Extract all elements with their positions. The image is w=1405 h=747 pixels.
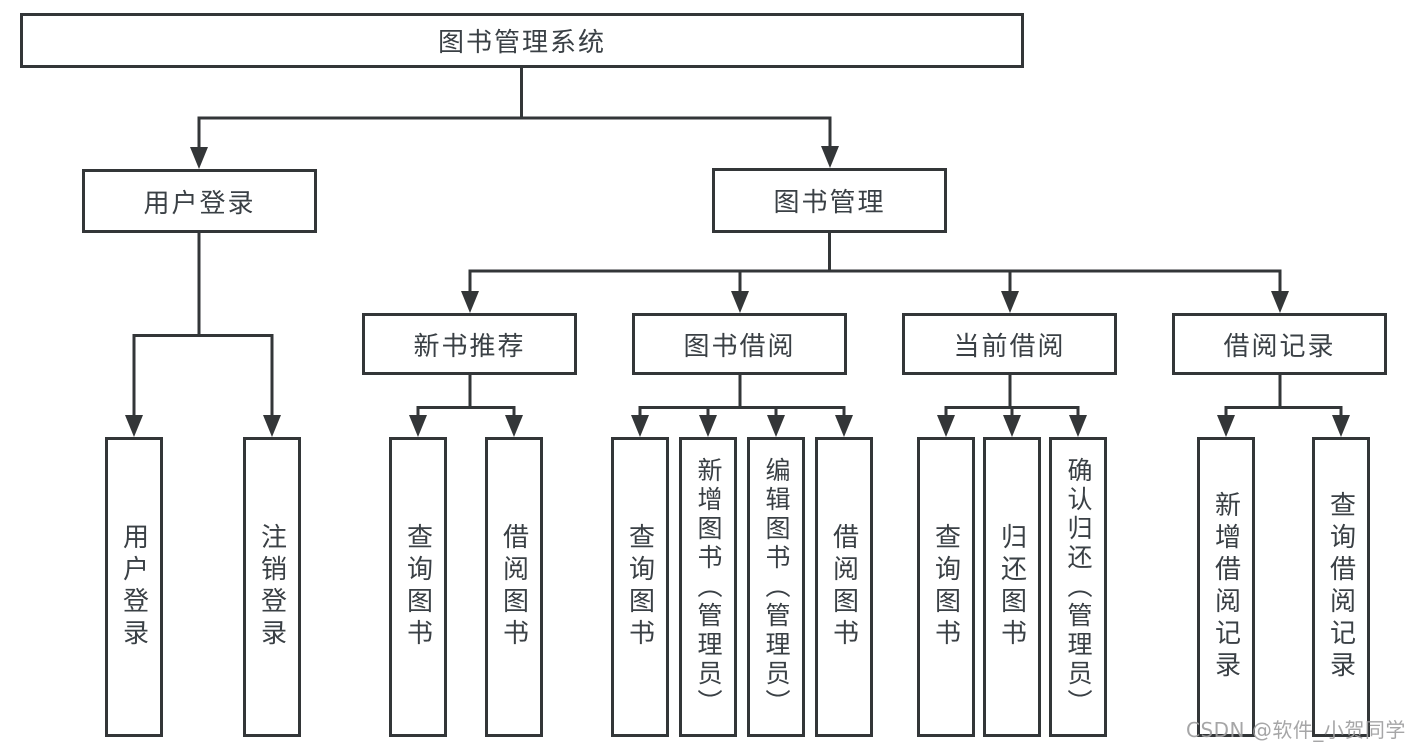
arrowhead <box>821 146 839 168</box>
node-label: 新书推荐 <box>413 331 526 362</box>
node-label: 图书借阅 <box>683 331 796 362</box>
node-label: 当前借阅 <box>953 331 1066 362</box>
node-label: 图书管理系统 <box>437 28 606 58</box>
leaf-edit-books-admin: 编辑图书（管理员） <box>747 437 805 737</box>
arrowhead <box>835 415 853 437</box>
node-current-borrowing: 当前借阅 <box>902 313 1117 375</box>
leaf-borrow-books: 借阅图书 <box>485 437 543 737</box>
leaf-label: 查询图书 <box>402 523 433 651</box>
node-borrowing-records: 借阅记录 <box>1172 313 1387 375</box>
leaf-logout: 注销登录 <box>243 437 301 737</box>
leaf-label: 归还图书 <box>996 523 1027 651</box>
node-library-system: 图书管理系统 <box>20 13 1024 68</box>
leaf-label: 新增借阅记录 <box>1210 491 1241 683</box>
arrowhead <box>125 415 143 437</box>
node-new-book-recommend: 新书推荐 <box>362 313 577 375</box>
arrowhead <box>505 415 523 437</box>
arrowhead <box>1069 415 1087 437</box>
arrowhead <box>767 415 785 437</box>
arrowhead <box>409 415 427 437</box>
connector-newbook-to-children <box>416 373 516 419</box>
leaf-borrow-books: 借阅图书 <box>815 437 873 737</box>
arrowhead <box>190 147 208 169</box>
arrowhead <box>937 415 955 437</box>
leaf-label: 查询图书 <box>930 523 961 651</box>
arrowhead <box>1332 415 1350 437</box>
arrowhead <box>263 415 281 437</box>
arrowhead <box>1271 291 1289 313</box>
connector-userlogin-to-children <box>132 231 274 419</box>
connector-current-to-children <box>944 373 1080 419</box>
connector-borrow-to-children <box>638 373 846 419</box>
leaf-query-books: 查询图书 <box>917 437 975 737</box>
node-label: 图书管理 <box>773 188 886 218</box>
leaf-label: 用户登录 <box>118 523 149 651</box>
leaf-return-books: 归还图书 <box>983 437 1041 737</box>
leaf-confirm-return-admin: 确认归还（管理员） <box>1049 437 1107 737</box>
arrowhead <box>1003 415 1021 437</box>
node-book-management: 图书管理 <box>712 168 947 233</box>
node-label: 借阅记录 <box>1223 331 1336 362</box>
leaf-label: 借阅图书 <box>828 523 859 651</box>
connector-root-to-level2 <box>197 66 832 151</box>
leaf-add-borrow-record: 新增借阅记录 <box>1197 437 1255 737</box>
leaf-label: 注销登录 <box>256 523 287 651</box>
connector-records-to-children <box>1224 373 1343 419</box>
arrowhead <box>1217 415 1235 437</box>
arrowhead <box>461 291 479 313</box>
leaf-label: 编辑图书（管理员） <box>762 456 791 718</box>
connector-bookmgmt-to-level3 <box>468 231 1282 295</box>
leaf-label: 新增图书（管理员） <box>694 456 723 718</box>
leaf-label: 确认归还（管理员） <box>1064 456 1093 718</box>
leaf-query-books: 查询图书 <box>611 437 669 737</box>
node-label: 用户登录 <box>143 188 256 219</box>
arrowhead <box>631 415 649 437</box>
arrowhead <box>699 415 717 437</box>
leaf-query-books: 查询图书 <box>389 437 447 737</box>
leaf-user-login: 用户登录 <box>105 437 163 737</box>
leaf-add-books-admin: 新增图书（管理员） <box>679 437 737 737</box>
leaf-label: 借阅图书 <box>498 523 529 651</box>
leaf-query-borrow-record: 查询借阅记录 <box>1312 437 1370 737</box>
arrowhead <box>1001 291 1019 313</box>
arrowhead <box>731 291 749 313</box>
node-user-login: 用户登录 <box>82 169 317 233</box>
leaf-label: 查询图书 <box>624 523 655 651</box>
csdn-watermark: CSDN @软件_小贺同学 <box>1186 718 1405 742</box>
node-book-borrowing: 图书借阅 <box>632 313 847 375</box>
leaf-label: 查询借阅记录 <box>1325 491 1356 683</box>
